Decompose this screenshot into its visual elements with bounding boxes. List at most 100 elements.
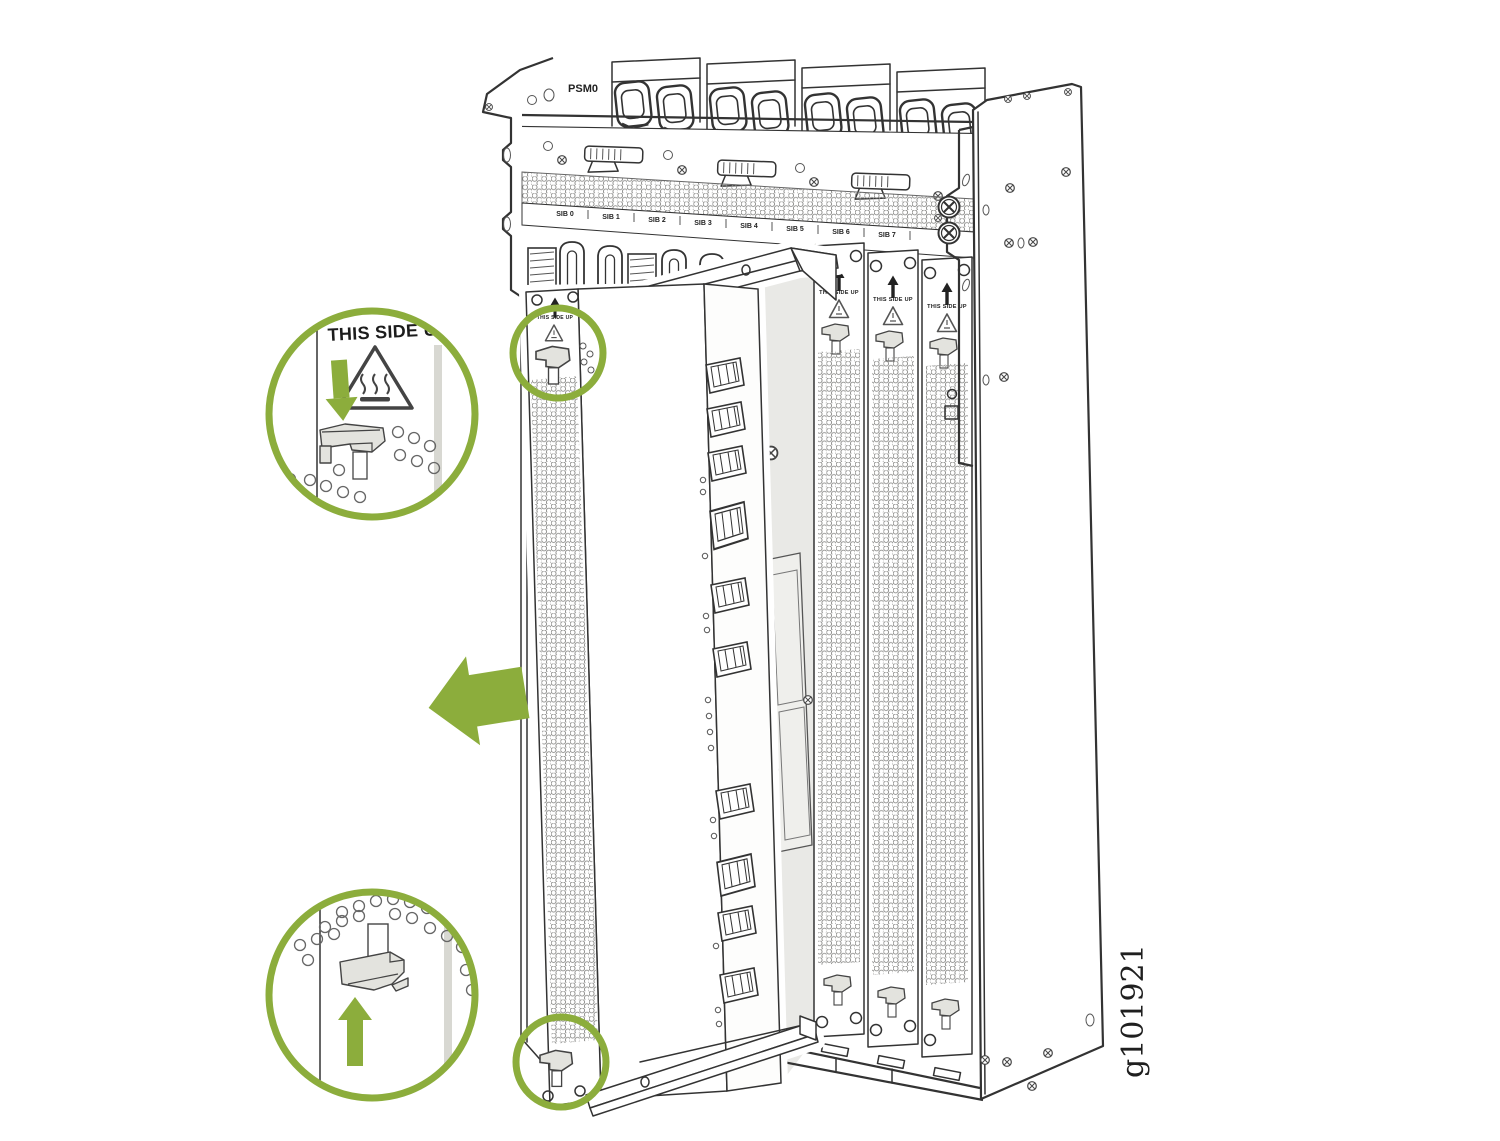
screw-icon	[1027, 1081, 1037, 1091]
faceplate-hole	[903, 256, 917, 270]
up-arrow-icon	[338, 997, 372, 1066]
screw-icon	[1023, 92, 1031, 100]
screw-icon	[1004, 238, 1014, 248]
removed-sib-card: THIS SIDE UP	[509, 241, 845, 1123]
screw-icon	[1028, 237, 1038, 247]
screw-icon	[934, 214, 942, 222]
cable-connector-block	[527, 247, 557, 293]
panel-hole	[1085, 1013, 1095, 1027]
screw-icon	[677, 165, 687, 175]
faceplate-hole	[923, 1033, 937, 1047]
faceplate-hole	[574, 1085, 586, 1097]
psm-module	[706, 59, 796, 141]
callout-top-latch: THIS SIDE UP	[265, 307, 479, 521]
callout-circle	[269, 311, 475, 517]
screw-icon	[809, 177, 819, 187]
panel-hole	[982, 204, 990, 216]
side-panel	[971, 82, 1105, 1101]
faceplate-hole	[542, 1090, 554, 1102]
thumbscrew	[937, 195, 961, 219]
fan-tray-latch-band	[522, 127, 974, 201]
sill-tab	[820, 1042, 850, 1058]
screw-icon	[980, 1055, 990, 1065]
callout-ring	[265, 307, 479, 521]
bracket-hole	[543, 88, 555, 102]
sib-slot-label: SIB 5	[786, 226, 804, 233]
sib-slot-label: SIB 0	[556, 211, 574, 218]
figure-id-label: g101921	[1116, 944, 1151, 1078]
screw-icon	[1005, 183, 1015, 193]
screw-icon	[1004, 95, 1012, 103]
installed-sib-card: THIS SIDE UP	[921, 256, 973, 1058]
sib-slot-label: SIB 4	[740, 223, 758, 230]
hot-surface-warning-icon	[336, 345, 414, 410]
latch-detail	[319, 423, 386, 480]
panel-square-hole	[944, 405, 959, 420]
faceplate-hole	[567, 291, 579, 303]
faceplate-hole	[849, 249, 863, 263]
callout-bottom-latch	[265, 888, 479, 1102]
psm-slot-label: PSM0	[568, 83, 598, 95]
this-side-up-label: THIS SIDE UP	[537, 315, 574, 321]
led-holes	[699, 476, 723, 1028]
sib-slot-label: SIB 7	[878, 232, 896, 239]
sib-slot-label: SIB 2	[648, 217, 666, 224]
panel-hole	[543, 141, 553, 151]
panel-hole	[795, 163, 805, 173]
callout-ring	[265, 888, 479, 1102]
thumbscrew	[937, 221, 961, 245]
right-mounting-flange	[934, 125, 974, 468]
bracket-slot	[503, 147, 511, 163]
carrier-bottom-handle	[585, 1015, 819, 1117]
screw-icon	[557, 155, 567, 165]
screw-icon	[1061, 167, 1071, 177]
this-side-up-label: THIS SIDE UP	[873, 297, 913, 303]
psm-connector-handle	[707, 85, 749, 137]
faceplate-hole	[531, 294, 543, 306]
flange-slot	[962, 278, 970, 292]
installed-sib-card: THIS SIDE UP	[867, 249, 919, 1048]
faceplate-hole	[849, 1011, 863, 1025]
installed-sib-card: THIS SIDE UP	[813, 242, 865, 1038]
sib-slot-label: SIB 1	[602, 214, 620, 221]
faceplate-perforations	[531, 376, 598, 1044]
panel-edge-shade	[434, 345, 442, 505]
flange-slot	[962, 173, 970, 187]
psm-module	[611, 57, 701, 135]
handle-hole	[741, 264, 751, 276]
down-arrow-icon	[325, 359, 358, 421]
power-supply-modules: PSM0	[568, 57, 986, 153]
screw-icon	[1043, 1048, 1053, 1058]
panel-hole	[946, 388, 958, 400]
panel-hole	[663, 150, 673, 160]
psm-connector-handle	[612, 79, 654, 131]
panel-hole	[1017, 237, 1025, 249]
faceplate-hole	[903, 1019, 917, 1033]
bracket-slot	[503, 216, 511, 232]
sill-tab	[876, 1054, 906, 1070]
psm-connector-handle	[654, 83, 696, 135]
handle-hole	[640, 1076, 650, 1088]
psm-module	[801, 63, 891, 147]
faceplate-hole	[869, 1023, 883, 1037]
screw-icon	[1064, 88, 1072, 96]
backplane-connectors	[699, 357, 759, 1028]
sill-tab	[932, 1066, 962, 1082]
screw-icon	[1002, 1057, 1012, 1067]
this-side-up-label: THIS SIDE UP	[927, 304, 967, 310]
faceplate-hole	[923, 266, 937, 280]
faceplate-hole	[869, 259, 883, 273]
screw-icon	[485, 103, 493, 111]
bracket-hole	[527, 95, 537, 105]
panel-hole	[982, 374, 990, 386]
screw-icon	[803, 695, 813, 705]
router-chassis: PSM0	[481, 56, 1105, 1111]
sib-slot-label: SIB 6	[832, 229, 850, 236]
latch-highlight-ring-bottom	[512, 1013, 610, 1111]
latch-detail	[339, 951, 409, 992]
screw-icon	[999, 372, 1009, 382]
card-side-face	[577, 283, 728, 1100]
this-side-up-label: THIS SIDE UP	[819, 290, 859, 296]
